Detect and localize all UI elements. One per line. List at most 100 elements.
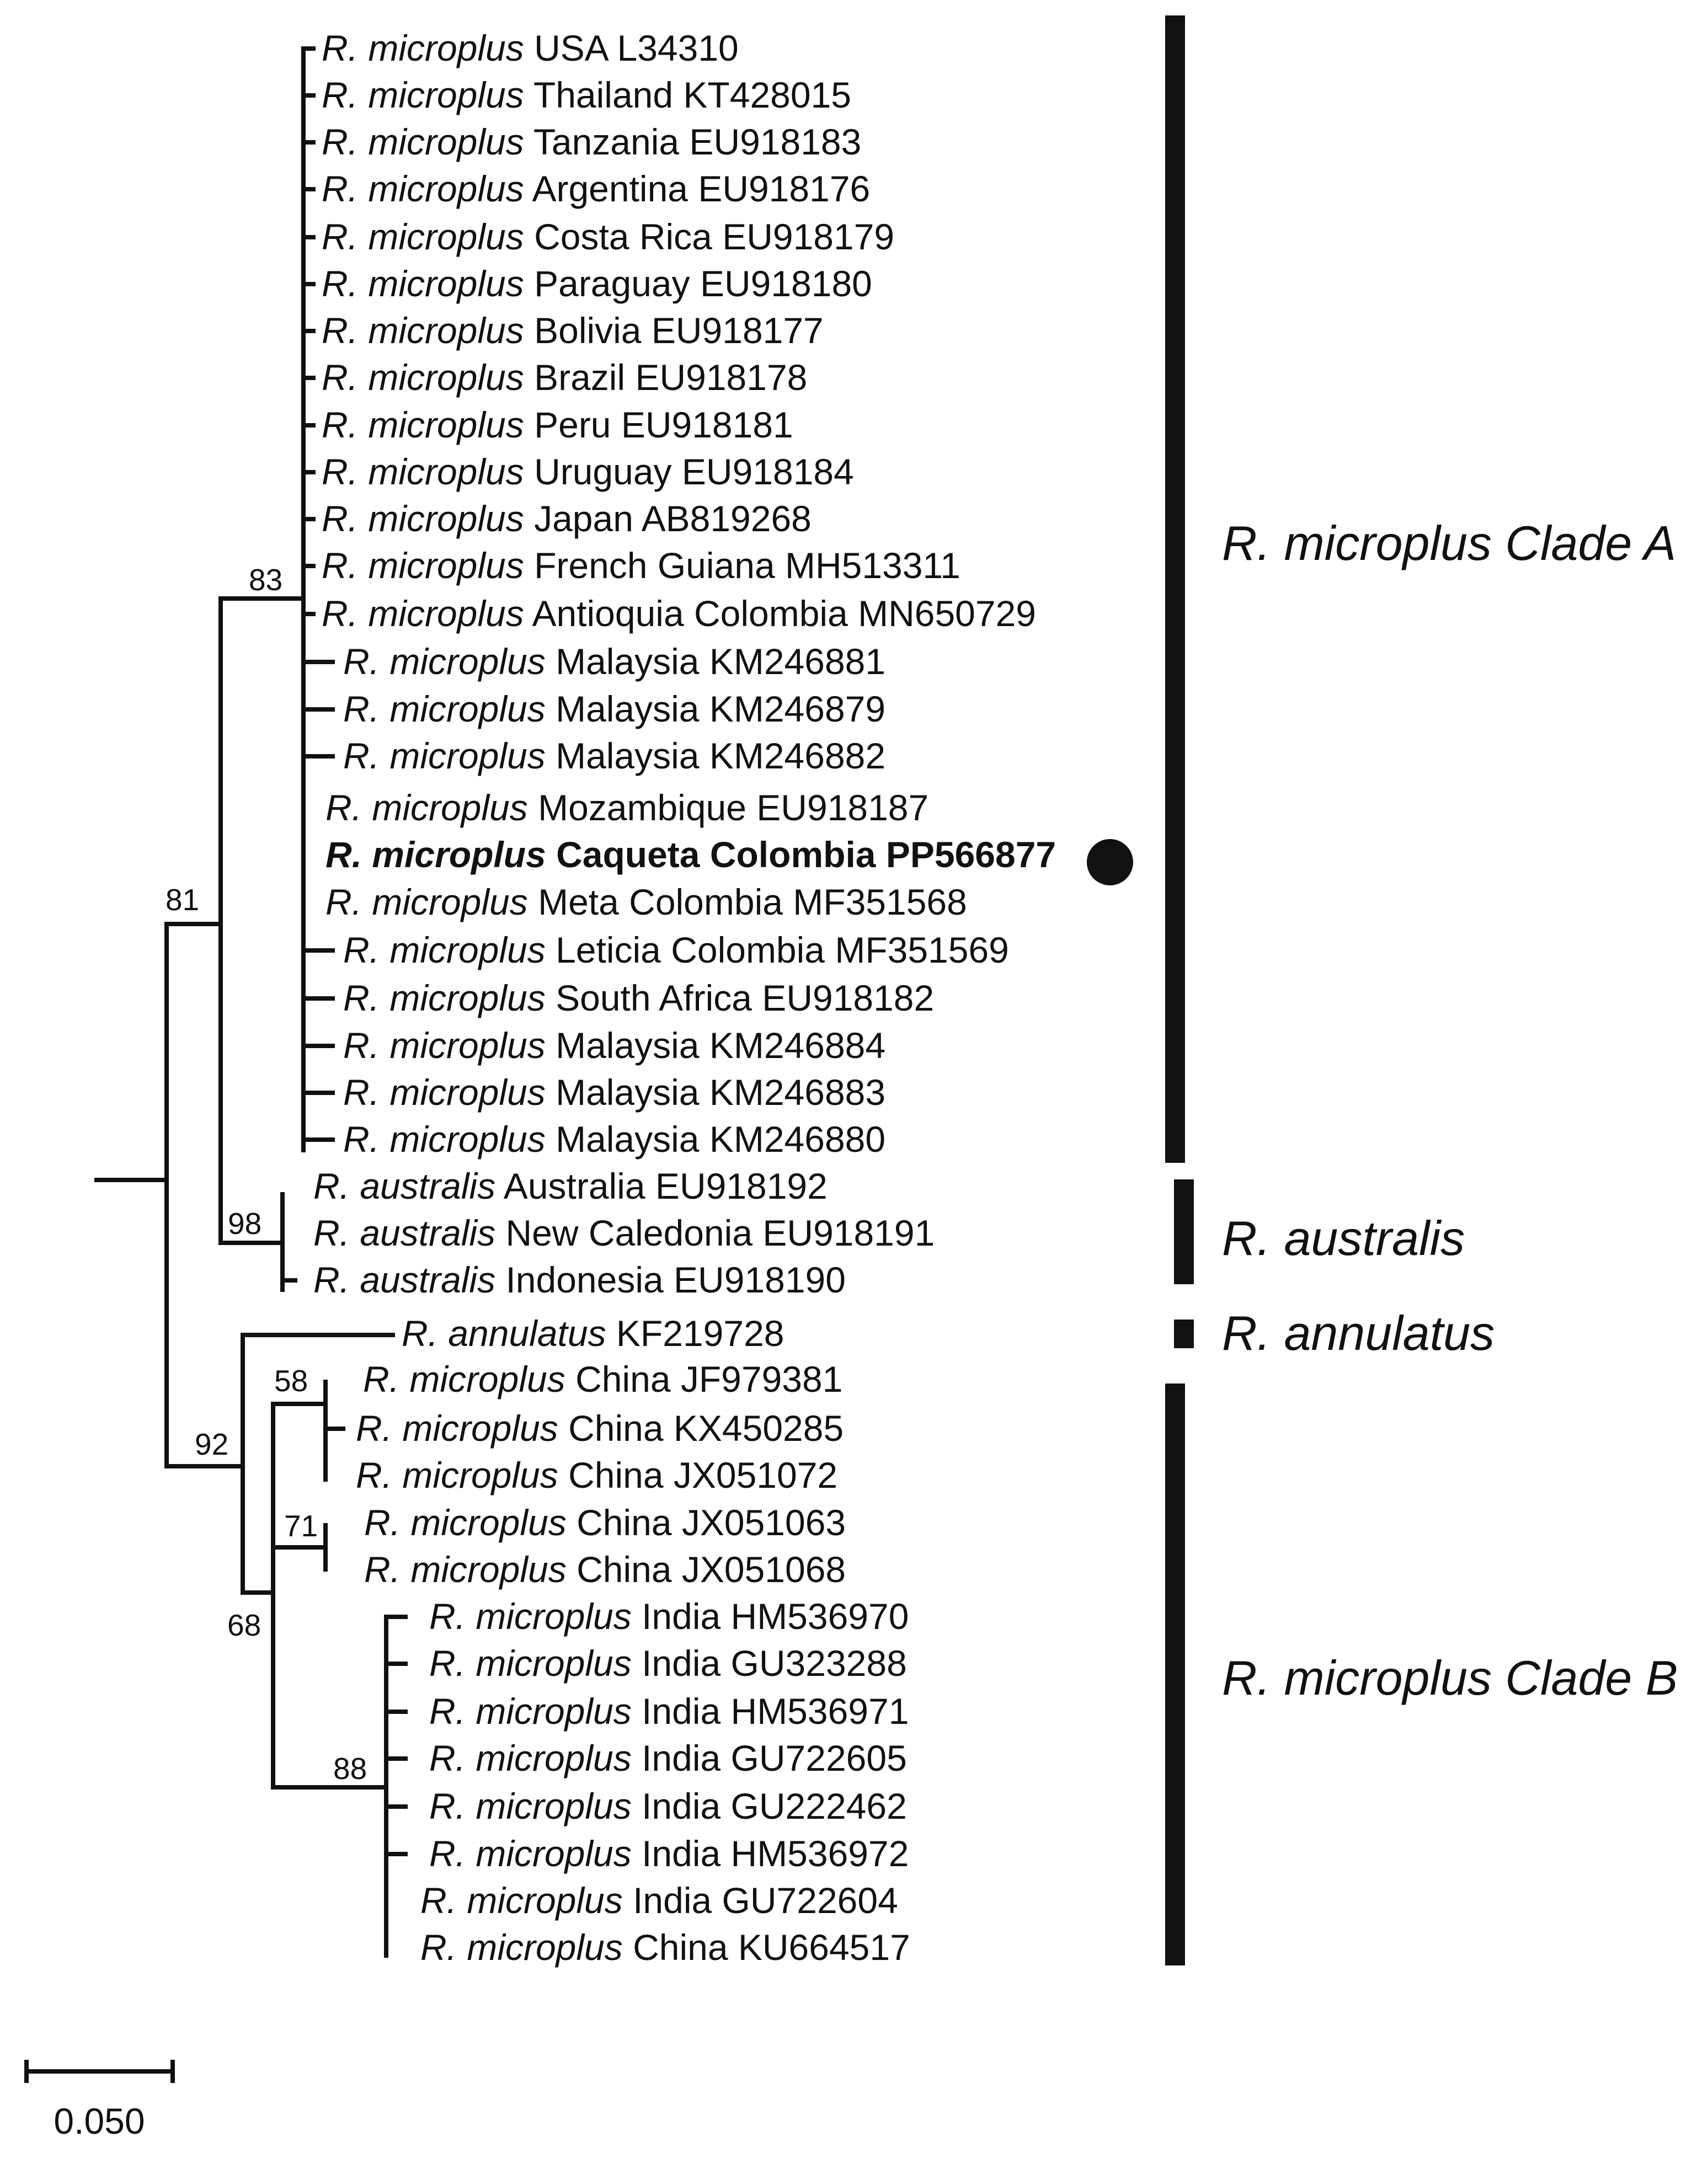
taxon-label: R. microplus China KX450285 — [356, 1408, 844, 1449]
species-name: R. australis — [313, 1212, 495, 1253]
species-name: R. microplus — [363, 1359, 565, 1400]
species-name: R. microplus — [322, 263, 524, 304]
locality-accession: USA L34310 — [524, 28, 739, 68]
taxon-label: R. microplus Japan AB819268 — [322, 498, 812, 539]
species-name: R. microplus — [343, 1119, 546, 1160]
species-name: R. microplus — [356, 1455, 558, 1495]
locality-accession: Leticia Colombia MF351569 — [546, 930, 1009, 970]
species-name: R. microplus — [322, 545, 524, 586]
species-name: R. microplus — [325, 882, 528, 922]
taxon-label: R. microplus Leticia Colombia MF351569 — [343, 930, 1009, 970]
taxon-label: R. microplus Paraguay EU918180 — [322, 263, 872, 304]
taxon-label: R. australis New Caledonia EU918191 — [313, 1212, 935, 1253]
clade-b-label: R. microplus Clade B — [1222, 1650, 1678, 1705]
locality-accession: Malaysia KM246879 — [546, 688, 885, 729]
locality-accession: Mozambique EU918187 — [528, 787, 928, 828]
locality-accession: India GU722604 — [623, 1880, 898, 1921]
taxon-label: R. microplus Peru EU918181 — [322, 404, 793, 445]
locality-accession: Meta Colombia MF351568 — [528, 882, 967, 922]
taxon-label: R. microplus Tanzania EU918183 — [322, 121, 861, 162]
taxon-label: R. microplus Brazil EU918178 — [322, 357, 807, 398]
taxon-label: R. microplus Antioquia Colombia MN650729 — [322, 593, 1036, 634]
locality-accession: India GU222462 — [632, 1786, 907, 1826]
species-name: R. microplus — [322, 168, 524, 209]
locality-accession: India HM536970 — [632, 1596, 909, 1637]
species-name: R. microplus — [420, 1927, 623, 1968]
species-name: R. microplus — [429, 1738, 632, 1778]
taxon-label-highlighted: R. microplus Caqueta Colombia PP566877 — [325, 834, 1056, 875]
species-name: R. microplus — [343, 641, 546, 682]
species-name: R. microplus — [322, 216, 524, 257]
taxon-labels: R. microplus USA L34310 R. microplus Thai… — [313, 28, 1056, 1968]
locality-accession: Australia EU918192 — [495, 1166, 828, 1206]
locality-accession: India GU323288 — [632, 1643, 907, 1684]
taxon-label: R. microplus India HM536972 — [429, 1833, 909, 1874]
species-name: R. australis — [313, 1259, 495, 1300]
species-name: R. microplus — [322, 357, 524, 398]
locality-accession: Malaysia KM246880 — [546, 1119, 885, 1160]
bootstrap-92: 92 — [195, 1427, 228, 1461]
leaf-tip-branches — [280, 46, 408, 1856]
locality-accession: Uruguay EU918184 — [524, 451, 854, 492]
species-name: R. microplus — [325, 834, 546, 875]
locality-accession: Brazil EU918178 — [524, 357, 808, 398]
bootstrap-98: 98 — [228, 1206, 261, 1241]
locality-accession: Peru EU918181 — [524, 404, 793, 445]
locality-accession: Japan AB819268 — [524, 498, 812, 539]
taxon-label: R. australis Indonesia EU918190 — [313, 1259, 846, 1300]
taxon-label: R. australis Australia EU918192 — [313, 1166, 828, 1206]
locality-accession: Malaysia KM246882 — [546, 735, 885, 776]
clade-a-bar — [1165, 15, 1185, 1163]
species-name: R. microplus — [322, 404, 524, 445]
taxon-label: R. microplus China JX051072 — [356, 1455, 837, 1495]
clade-a-label: R. microplus Clade A — [1222, 516, 1676, 570]
annulatus-label: R. annulatus — [1222, 1306, 1494, 1360]
locality-accession: India HM536972 — [632, 1833, 909, 1874]
locality-accession: China JX051072 — [558, 1455, 837, 1495]
bootstrap-68: 68 — [227, 1608, 261, 1642]
species-name: R. microplus — [343, 1072, 546, 1113]
locality-accession: Malaysia KM246884 — [546, 1025, 885, 1066]
locality-accession: China KU664517 — [623, 1927, 910, 1968]
species-name: R. annulatus — [402, 1313, 606, 1354]
taxon-label: R. microplus China JF979381 — [363, 1359, 842, 1400]
locality-accession: Argentina EU918176 — [524, 168, 870, 209]
scale-bar-label: 0.050 — [54, 2101, 145, 2141]
bootstrap-88: 88 — [333, 1751, 367, 1786]
species-name: R. microplus — [429, 1691, 632, 1732]
taxon-label: R. microplus Meta Colombia MF351568 — [325, 882, 967, 922]
taxon-label: R. microplus Thailand KT428015 — [322, 74, 851, 115]
bootstrap-58: 58 — [274, 1364, 308, 1398]
taxon-label: R. microplus India HM536971 — [429, 1691, 909, 1732]
species-name: R. microplus — [343, 930, 546, 970]
taxon-label: R. microplus Costa Rica EU918179 — [322, 216, 894, 257]
taxon-label: R. microplus Malaysia KM246881 — [343, 641, 885, 682]
locality-accession: Thailand KT428015 — [524, 74, 851, 115]
species-name: R. microplus — [343, 735, 546, 776]
taxon-label: R. annulatus KF219728 — [402, 1313, 784, 1354]
taxon-label: R. microplus China KU664517 — [420, 1927, 910, 1968]
species-name: R. microplus — [343, 1025, 546, 1066]
species-name: R. microplus — [429, 1786, 632, 1826]
locality-accession: Malaysia KM246881 — [546, 641, 885, 682]
taxon-label: R. microplus USA L34310 — [322, 28, 739, 68]
locality-accession: Tanzania EU918183 — [524, 121, 862, 162]
species-name: R. microplus — [429, 1596, 632, 1637]
species-name: R. microplus — [322, 451, 524, 492]
bootstrap-83: 83 — [249, 563, 282, 597]
locality-accession: French Guiana MH513311 — [524, 545, 960, 586]
locality-accession: Bolivia EU918177 — [524, 310, 824, 351]
locality-accession: India GU722605 — [632, 1738, 907, 1778]
taxon-label: R. microplus Bolivia EU918177 — [322, 310, 824, 351]
species-name: R. microplus — [322, 74, 524, 115]
taxon-label: R. microplus India GU722605 — [429, 1738, 907, 1778]
taxon-label: R. microplus India HM536970 — [429, 1596, 909, 1637]
taxon-label: R. microplus Uruguay EU918184 — [322, 451, 854, 492]
taxon-label: R. microplus China JX051063 — [364, 1502, 846, 1543]
locality-accession: China JF979381 — [565, 1359, 843, 1400]
species-name: R. microplus — [322, 498, 524, 539]
species-name: R. microplus — [364, 1502, 567, 1543]
bootstrap-values: 83 81 98 92 58 71 68 88 — [166, 563, 367, 1786]
species-name: R. australis — [313, 1166, 495, 1206]
locality-accession: China JX051063 — [567, 1502, 846, 1543]
